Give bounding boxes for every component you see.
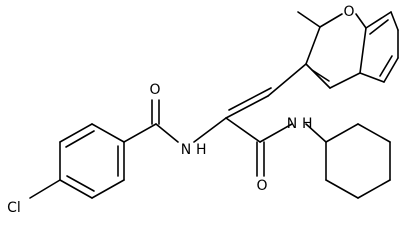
bond-ph1-ph2 (91, 123, 125, 143)
atom-oxygen-benzamide: O (149, 82, 160, 98)
bond-c5-c4a (359, 72, 385, 83)
bonds (29, 11, 399, 199)
bond-cy5-cy6 (325, 179, 359, 199)
bond-ph5-ph6 (91, 179, 125, 199)
atom-labels: O O N H N H O Cl (7, 4, 354, 216)
bond-vinyl-double-a (225, 95, 269, 119)
bond-c3-c4 (305, 63, 331, 89)
molecule-structure: O O N H N H O Cl (7, 4, 399, 216)
bond-c6-c5 (383, 57, 399, 83)
bond-cy2-cy3 (357, 123, 391, 143)
atom-oxygen-amide: O (256, 178, 267, 194)
bond-c3-c4-inner (311, 69, 330, 82)
atom-chlorine: Cl (7, 200, 21, 216)
bond-n-cy1 (305, 123, 327, 143)
bond-benzo-inner-b (379, 55, 393, 77)
bond-c2-o (319, 13, 343, 28)
bond-cy4-cy5 (357, 179, 391, 199)
bond-calpha-n (193, 117, 227, 143)
bond-c3-vinyl (267, 63, 307, 97)
bond-camide-n (259, 123, 293, 143)
bond-n-ccarbonyl (155, 123, 179, 143)
bond-vinyl-double-b (228, 87, 272, 111)
bond-ph-inner-a (65, 130, 95, 148)
bond-benzo-inner-a (369, 19, 389, 35)
atom-hydrogen-benzamide: H (196, 142, 207, 158)
bond-ph4-cl (29, 179, 61, 199)
bond-c8a-c8 (365, 11, 392, 29)
bond-c4-c4a (329, 72, 361, 89)
bond-cy1-cy2 (325, 123, 359, 143)
bond-ph-inner-b (66, 175, 95, 192)
bond-ph2-ph3 (59, 123, 93, 143)
bond-calpha-camide (225, 117, 261, 143)
bond-c4a-c8a (359, 27, 367, 74)
atom-nitrogen-benzamide: N (181, 142, 191, 158)
bond-ph4-ph5 (59, 179, 93, 199)
bond-o-c8a (355, 13, 367, 29)
atom-oxygen-pyran: O (343, 4, 354, 20)
bond-c8-c7 (390, 11, 399, 31)
bond-methyl (297, 11, 321, 28)
bond-ccarbonyl-ph1 (123, 123, 157, 143)
atom-nitrogen-amide: N (287, 116, 297, 132)
atom-hydrogen-amide: H (302, 116, 313, 132)
bond-c2-c3 (305, 26, 321, 65)
